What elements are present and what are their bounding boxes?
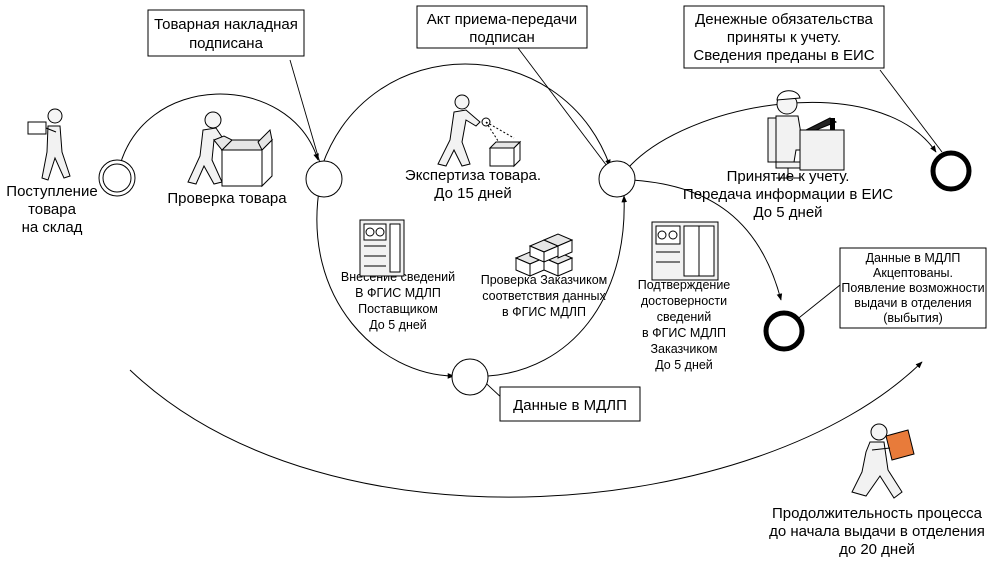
stage-acceptance-line2: Передача информации в ЕИС: [683, 186, 893, 203]
arc-invoice-to-mdlp: [316, 183, 455, 379]
stage-customer-check-line1: Проверка Заказчиком: [481, 273, 607, 287]
node-invoice: [305, 160, 343, 198]
stage-confirmation-line6: До 5 дней: [655, 358, 713, 372]
stage-confirmation-label: Подтверждение достоверности сведений в Ф…: [638, 278, 731, 372]
stage-confirmation-line1: Подтверждение: [638, 278, 731, 292]
callout-accepted-line1: Данные в МДЛП: [866, 251, 961, 265]
arc-act-to-accepted: [631, 179, 783, 301]
stage-supplier-entry-line3: Поставщиком: [358, 302, 438, 316]
callout-invoice-line1: Товарная накладная: [154, 16, 298, 33]
stage-supplier-entry-line2: В ФГИС МДЛП: [355, 286, 441, 300]
stage-arrival-line1: Поступление: [6, 183, 97, 200]
callout-obligations-line1: Денежные обязательства: [695, 11, 873, 28]
callout-obligations-line2: приняты к учету.: [727, 29, 841, 46]
node-end-obligations: [930, 150, 972, 192]
stage-check-label: Проверка товара: [167, 190, 287, 207]
callout-obligations: Денежные обязательства приняты к учету. …: [683, 5, 885, 69]
stage-supplier-entry-line4: До 5 дней: [369, 318, 427, 332]
callout-act: Акт приема-передачи подписан: [416, 5, 588, 49]
arc-mdlp-to-act: [487, 195, 628, 377]
callout-invoice-line2: подписана: [189, 35, 264, 52]
server-rack-icon-2: [651, 221, 719, 281]
person-running-with-box-icon: [851, 423, 915, 499]
leader-obligations: [879, 69, 943, 153]
person-inspecting-box-icon: [437, 94, 522, 168]
node-end-accepted: [763, 310, 805, 352]
callout-accepted: Данные в МДЛП Акцептованы. Появление воз…: [839, 247, 987, 329]
stage-duration-label: Продолжительность процесса до начала выд…: [769, 505, 985, 558]
arc-arrival-to-invoice: [117, 93, 319, 174]
person-carrying-box-icon: [27, 108, 71, 181]
callout-accepted-line3: Появление возможности: [841, 281, 984, 295]
stage-acceptance-line3: До 5 дней: [753, 204, 822, 221]
stage-confirmation-line5: Заказчиком: [650, 342, 717, 356]
stage-customer-check-line3: в ФГИС МДЛП: [502, 305, 586, 319]
leader-invoice: [289, 59, 321, 164]
arc-invoice-to-act: [321, 63, 611, 167]
callout-mdlp-data-line1: Данные в МДЛП: [513, 397, 627, 414]
stage-arrival-label: Поступление товара на склад: [6, 183, 97, 236]
callout-obligations-line3: Сведения преданы в ЕИС: [693, 47, 874, 64]
stage-acceptance-label: Принятие к учету. Передача информации в …: [683, 168, 893, 221]
person-opening-box-icon: [187, 111, 274, 188]
stage-confirmation-line3: сведений: [657, 310, 712, 324]
callout-act-line2: подписан: [469, 29, 535, 46]
node-start-inner: [102, 163, 132, 193]
stage-supplier-entry-label: Внесение сведений В ФГИС МДЛП Поставщико…: [341, 270, 455, 332]
callout-act-line1: Акт приема-передачи: [427, 11, 577, 28]
node-mdlp: [451, 358, 489, 396]
stage-customer-check-line2: соответствия данных: [482, 289, 606, 303]
stage-duration-line2: до начала выдачи в отделения: [769, 523, 985, 540]
person-at-computer-icon: [767, 90, 845, 179]
stage-duration-line3: до 20 дней: [839, 541, 915, 558]
stage-expertise-line2: До 15 дней: [434, 185, 511, 202]
arc-overall-duration: [129, 361, 923, 498]
leader-act: [517, 47, 611, 171]
callout-accepted-line4: выдачи в отделения: [854, 296, 971, 310]
stage-confirmation-line2: достоверности: [641, 294, 727, 308]
stage-confirmation-line4: в ФГИС МДЛП: [642, 326, 726, 340]
server-rack-icon: [359, 219, 405, 277]
stage-arrival-line3: на склад: [22, 219, 83, 236]
callout-accepted-line2: Акцептованы.: [873, 266, 953, 280]
callout-mdlp-data: Данные в МДЛП: [499, 386, 641, 422]
stage-duration-line1: Продолжительность процесса: [772, 505, 983, 522]
stage-expertise-line1: Экспертиза товара.: [405, 167, 541, 184]
stage-customer-check-label: Проверка Заказчиком соответствия данных …: [481, 273, 607, 319]
callout-accepted-line5: (выбытия): [883, 311, 943, 325]
callout-invoice: Товарная накладная подписана: [147, 9, 305, 57]
stacked-boxes-icon: [514, 233, 574, 277]
node-act: [598, 160, 636, 198]
stage-arrival-line2: товара: [28, 201, 77, 218]
stage-expertise-label: Экспертиза товара. До 15 дней: [405, 167, 541, 202]
